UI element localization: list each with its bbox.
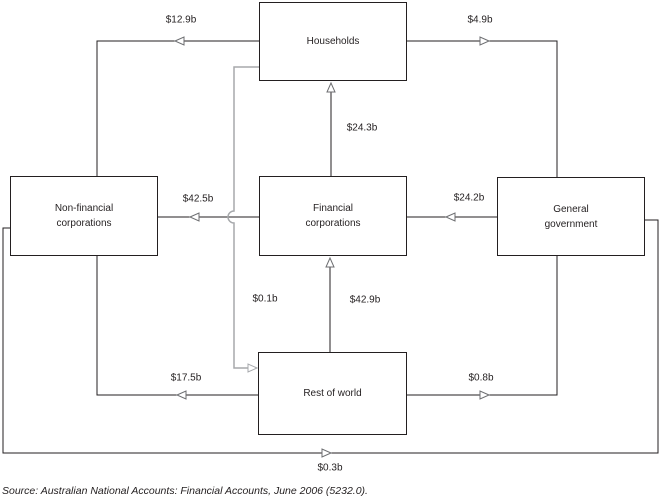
arrowhead-up-42-9b xyxy=(325,256,335,268)
flow-label-42-9b: $42.9b xyxy=(349,294,381,306)
arrowhead-right-0-8b xyxy=(479,390,491,400)
node-households: Households xyxy=(259,2,407,81)
flow-label-0-3b: $0.3b xyxy=(317,462,343,474)
arrowhead-left-12-9b xyxy=(173,36,185,46)
node-label: corporations xyxy=(305,218,361,229)
arrowhead-left-42-5b xyxy=(188,212,200,222)
flow-line-rest-of-world-to-general-government xyxy=(407,256,558,396)
flow-line-rest-of-world-to-non-financial xyxy=(96,256,258,396)
node-label: Households xyxy=(306,36,360,47)
source-note: Source: Australian National Accounts: Fi… xyxy=(2,485,368,497)
node-general-government: General government xyxy=(497,177,645,256)
node-label: Rest of world xyxy=(303,388,362,399)
flow-label-42-5b: $42.5b xyxy=(182,193,214,205)
flow-label-4-9b: $4.9b xyxy=(467,14,493,26)
flow-label-0-1b: $0.1b xyxy=(252,293,278,305)
arrowhead-up-24-3b xyxy=(326,81,336,93)
flow-label-17-5b: $17.5b xyxy=(170,372,202,384)
flow-label-12-9b: $12.9b xyxy=(165,14,197,26)
arrowhead-left-17-5b xyxy=(175,390,187,400)
flow-label-0-8b: $0.8b xyxy=(468,372,494,384)
node-label: Financial xyxy=(312,203,354,214)
node-rest-of-world: Rest of world xyxy=(258,352,407,435)
node-label: General xyxy=(553,203,589,215)
flow-line-households-to-rest-of-world xyxy=(227,66,259,369)
node-non-financial-corporations: Non-financial corporations xyxy=(10,176,158,256)
arrowhead-right-0-3b xyxy=(321,448,333,458)
flow-line-households-to-general-government xyxy=(407,40,558,177)
node-financial-corporations: Financial corporations xyxy=(259,176,407,256)
flow-line-households-to-non-financial xyxy=(96,40,259,176)
node-label: Non-financial xyxy=(54,203,114,214)
arrowhead-right-0-1b xyxy=(247,363,259,373)
flow-label-24-3b: $24.3b xyxy=(346,122,378,134)
node-label: corporations xyxy=(56,218,112,229)
arrowhead-left-24-2b xyxy=(444,212,456,222)
arrowhead-right-4-9b xyxy=(479,36,491,46)
flow-label-24-2b: $24.2b xyxy=(453,192,485,204)
node-label: government xyxy=(544,218,598,230)
